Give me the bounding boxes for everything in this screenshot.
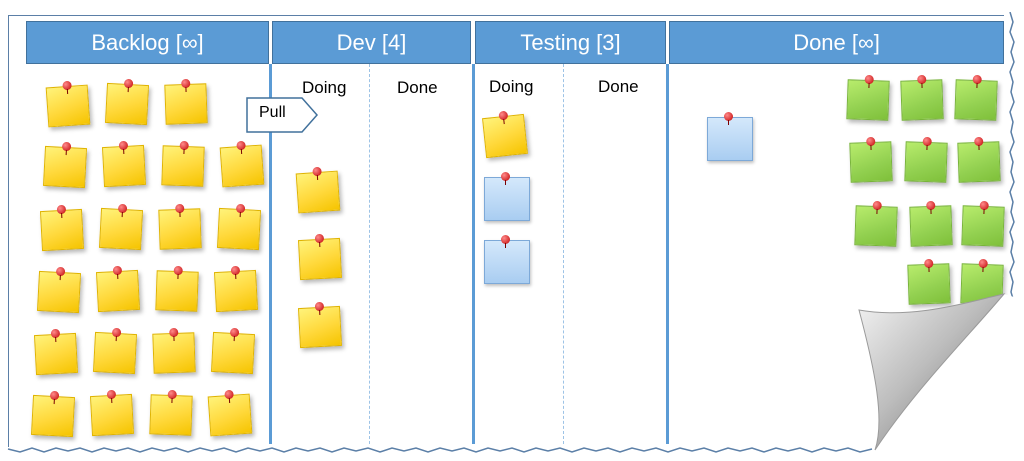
pushpin-icon — [56, 204, 67, 215]
pushpin-icon — [314, 301, 325, 312]
sticky-note-yellow[interactable] — [297, 233, 343, 281]
pushpin-icon — [118, 140, 129, 151]
pushpin-icon — [181, 78, 191, 89]
pushpin-icon — [111, 327, 122, 338]
sticky-note-green[interactable] — [961, 200, 1005, 247]
pushpin-icon — [501, 172, 510, 185]
pushpin-icon — [112, 265, 123, 276]
pushpin-icon — [926, 200, 936, 211]
sticky-note-yellow[interactable] — [213, 265, 259, 313]
pushpin-icon — [235, 203, 246, 214]
torn-edge-bottom — [7, 447, 873, 453]
sticky-note-blue[interactable] — [484, 235, 530, 284]
sticky-note-yellow[interactable] — [152, 327, 196, 374]
testing-done-label: Done — [598, 77, 639, 96]
sticky-note-yellow[interactable] — [42, 141, 88, 189]
pushpin-icon — [979, 200, 989, 211]
sticky-note-yellow[interactable] — [98, 203, 144, 251]
sticky-note-yellow[interactable] — [210, 327, 256, 375]
sticky-note-yellow[interactable] — [155, 265, 199, 312]
column-header-backlog: Backlog [∞] — [26, 21, 269, 64]
column-header-testing: Testing [3] — [475, 21, 666, 64]
sticky-note-yellow[interactable] — [45, 80, 91, 128]
sticky-note-green[interactable] — [900, 74, 944, 121]
sticky-note-yellow[interactable] — [104, 78, 150, 126]
sticky-note-yellow[interactable] — [33, 328, 79, 376]
pushpin-icon — [50, 328, 61, 339]
pushpin-icon — [498, 110, 509, 121]
pushpin-icon — [229, 327, 240, 338]
pull-arrow-icon — [246, 97, 318, 133]
sticky-note-green[interactable] — [909, 200, 953, 247]
sticky-note-yellow[interactable] — [219, 140, 265, 188]
divider-testing-done — [666, 64, 669, 444]
pushpin-icon — [62, 80, 72, 91]
pushpin-icon — [312, 166, 322, 177]
pushpin-icon — [61, 141, 72, 152]
pushpin-icon — [314, 233, 325, 244]
sticky-note-yellow[interactable] — [89, 389, 135, 437]
pushpin-icon — [917, 74, 927, 85]
sticky-note-yellow[interactable] — [36, 266, 82, 314]
sticky-note-green[interactable] — [846, 74, 890, 121]
sticky-note-green[interactable] — [904, 136, 948, 183]
pushpin-icon — [167, 389, 177, 400]
pushpin-icon — [864, 74, 874, 85]
sticky-note-blue[interactable] — [484, 172, 530, 221]
pushpin-icon — [55, 266, 66, 277]
pushpin-icon — [123, 78, 134, 89]
pushpin-icon — [972, 74, 982, 85]
dev-doing-label: Doing — [302, 78, 347, 97]
pushpin-icon — [724, 112, 733, 125]
pushpin-icon — [117, 203, 128, 214]
pull-label: Pull — [259, 104, 286, 121]
pushpin-icon — [175, 203, 185, 214]
pushpin-icon — [872, 200, 882, 211]
torn-edge-right — [1009, 12, 1015, 312]
sticky-note-green[interactable] — [957, 136, 1001, 183]
page-curl-icon — [858, 293, 1024, 461]
pushpin-icon — [974, 136, 984, 147]
sticky-note-yellow[interactable] — [297, 301, 343, 349]
sticky-note-yellow[interactable] — [164, 78, 208, 125]
sticky-note-yellow[interactable] — [95, 265, 141, 313]
sticky-note-blue[interactable] — [707, 112, 753, 161]
sticky-note-yellow[interactable] — [101, 140, 147, 188]
pushpin-icon — [173, 265, 183, 276]
pushpin-icon — [922, 136, 932, 147]
dev-done-label: Done — [397, 78, 438, 97]
board-frame — [8, 15, 1004, 447]
pushpin-icon — [501, 235, 510, 248]
divider-backlog-dev — [269, 64, 272, 444]
sticky-note-green[interactable] — [849, 136, 893, 183]
pushpin-icon — [236, 140, 246, 151]
column-header-dev: Dev [4] — [272, 21, 471, 64]
divider-testing-sub — [563, 64, 564, 444]
sticky-note-yellow[interactable] — [39, 204, 85, 252]
sticky-note-green[interactable] — [854, 200, 898, 247]
divider-dev-sub — [369, 64, 370, 444]
sticky-note-yellow[interactable] — [207, 389, 253, 437]
sticky-note-yellow[interactable] — [295, 166, 341, 214]
pushpin-icon — [179, 140, 189, 151]
sticky-note-yellow[interactable] — [482, 110, 528, 159]
sticky-note-yellow[interactable] — [158, 203, 202, 250]
pushpin-icon — [230, 265, 241, 276]
column-header-done: Done [∞] — [669, 21, 1004, 64]
pushpin-icon — [49, 390, 60, 401]
sticky-note-yellow[interactable] — [92, 327, 138, 375]
pushpin-icon — [866, 136, 876, 147]
testing-doing-label: Doing — [489, 77, 534, 96]
sticky-note-green[interactable] — [954, 74, 998, 121]
pushpin-icon — [224, 389, 234, 400]
pushpin-icon — [106, 389, 117, 400]
sticky-note-yellow[interactable] — [149, 389, 193, 436]
pushpin-icon — [169, 327, 179, 338]
sticky-note-yellow[interactable] — [161, 140, 205, 187]
sticky-note-yellow[interactable] — [216, 203, 262, 251]
sticky-note-yellow[interactable] — [30, 390, 76, 438]
divider-dev-testing — [472, 64, 475, 444]
